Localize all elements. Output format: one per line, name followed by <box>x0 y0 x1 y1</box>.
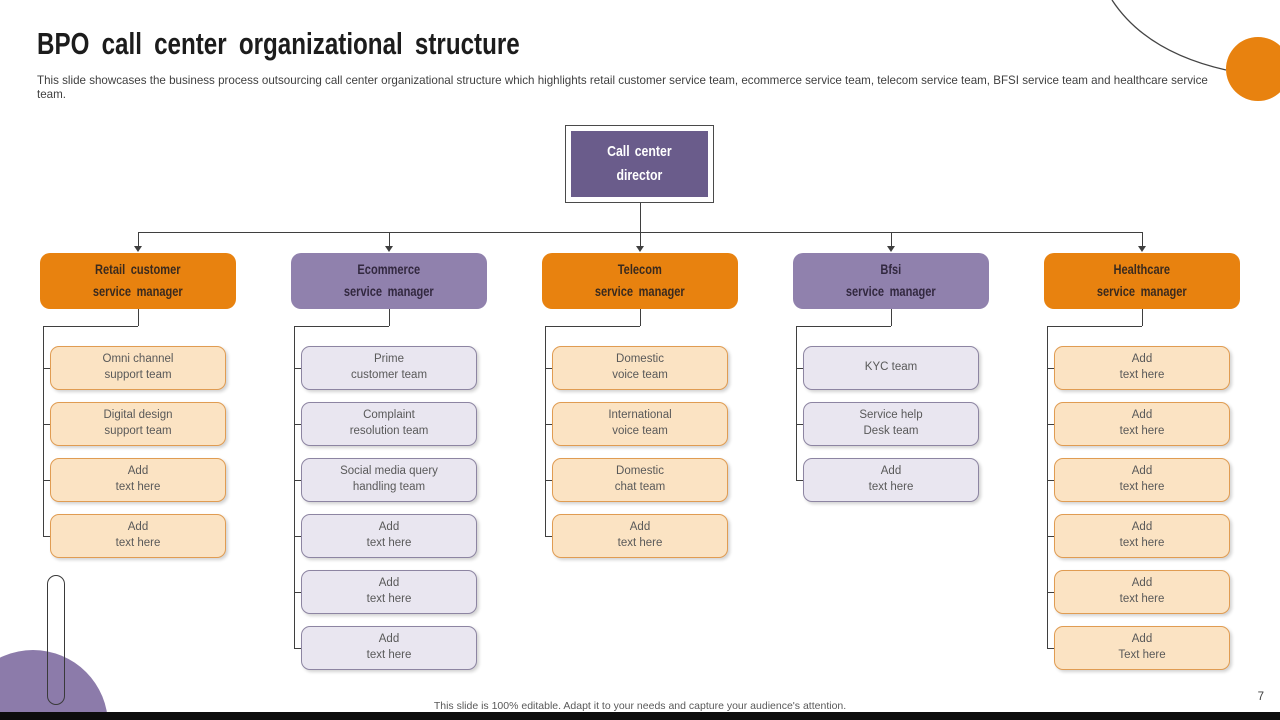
connector-stub <box>43 368 50 369</box>
connector-mgr-stem <box>138 309 139 326</box>
connector-mgr-stem <box>1142 309 1143 326</box>
org-box-team: Domestic voice team <box>552 346 728 390</box>
connector-drop <box>640 232 641 247</box>
org-box-team: Social media query handling team <box>301 458 477 502</box>
page-title: BPO call center organizational structure <box>37 26 520 61</box>
connector-stub <box>1047 424 1054 425</box>
bottom-bar-decoration <box>0 712 1280 720</box>
connector-stub <box>1047 592 1054 593</box>
org-box-label: Telecom service manager <box>595 262 685 299</box>
org-box-team: Add text here <box>50 514 226 558</box>
connector-trunk <box>796 326 797 480</box>
org-box-team: Add text here <box>301 514 477 558</box>
connector-stub <box>545 536 552 537</box>
org-box-team: Add text here <box>552 514 728 558</box>
arrow-down-icon <box>887 246 895 252</box>
org-box-team: Domestic chat team <box>552 458 728 502</box>
org-box-team: Omni channel support team <box>50 346 226 390</box>
connector-drop <box>1142 232 1143 247</box>
connector-stub <box>294 368 301 369</box>
connector-drop <box>138 232 139 247</box>
org-box-manager: Retail customer service manager <box>40 253 236 309</box>
org-box-label: Call center director <box>607 143 672 184</box>
org-box-team: Add text here <box>1054 458 1230 502</box>
connector-stub <box>294 648 301 649</box>
connector-stub <box>796 368 803 369</box>
org-box-team: Add text here <box>1054 402 1230 446</box>
org-box-team: Add Text here <box>1054 626 1230 670</box>
arrow-down-icon <box>1138 246 1146 252</box>
org-box-label: Ecommerce service manager <box>344 262 434 299</box>
org-box-call-center-director-fill: Call center director <box>571 131 708 197</box>
connector-stub <box>294 536 301 537</box>
top-right-arc-decoration <box>1111 0 1227 71</box>
org-box-team: Add text here <box>803 458 979 502</box>
connector-stub <box>294 592 301 593</box>
connector-stub <box>43 480 50 481</box>
org-box-team: Add text here <box>1054 570 1230 614</box>
connector-jog <box>796 326 891 327</box>
org-box-call-center-director: Call center director <box>565 125 714 203</box>
org-box-manager: Ecommerce service manager <box>291 253 487 309</box>
org-box-team: Add text here <box>1054 514 1230 558</box>
connector-trunk <box>545 326 546 536</box>
arrow-down-icon <box>636 246 644 252</box>
org-box-team: KYC team <box>803 346 979 390</box>
org-box-label: Retail customer service manager <box>93 262 183 299</box>
org-box-team: Prime customer team <box>301 346 477 390</box>
connector-mgr-stem <box>640 309 641 326</box>
org-box-team: Add text here <box>301 626 477 670</box>
connector-stub <box>1047 368 1054 369</box>
arrow-down-icon <box>134 246 142 252</box>
org-box-team: Digital design support team <box>50 402 226 446</box>
org-box-team: Complaint resolution team <box>301 402 477 446</box>
org-box-manager: Healthcare service manager <box>1044 253 1240 309</box>
org-box-manager: Bfsi service manager <box>793 253 989 309</box>
connector-stub <box>43 424 50 425</box>
connector-jog <box>294 326 389 327</box>
connector-mgr-stem <box>891 309 892 326</box>
connector-jog <box>1047 326 1142 327</box>
top-right-circle-decoration <box>1226 37 1280 101</box>
connector-jog <box>545 326 640 327</box>
connector-stub <box>545 368 552 369</box>
org-box-team: International voice team <box>552 402 728 446</box>
connector-jog <box>43 326 138 327</box>
org-box-label: Bfsi service manager <box>846 262 936 299</box>
connector-stub <box>545 424 552 425</box>
connector-stub <box>294 480 301 481</box>
connector-trunk <box>1047 326 1048 648</box>
connector-stub <box>1047 480 1054 481</box>
org-box-team: Add text here <box>1054 346 1230 390</box>
org-box-label: Healthcare service manager <box>1097 262 1187 299</box>
page-number: 7 <box>1257 691 1264 703</box>
connector-stub <box>796 424 803 425</box>
footer-note: This slide is 100% editable. Adapt it to… <box>433 700 847 712</box>
slide-description: This slide showcases the business proces… <box>37 74 1208 102</box>
connector-stub <box>796 480 803 481</box>
connector-stub <box>1047 536 1054 537</box>
connector-director-stem <box>640 203 641 232</box>
org-box-team: Add text here <box>301 570 477 614</box>
connector-stub <box>545 480 552 481</box>
connector-stub <box>294 424 301 425</box>
org-box-manager: Telecom service manager <box>542 253 738 309</box>
arrow-down-icon <box>385 246 393 252</box>
connector-trunk <box>43 326 44 536</box>
pill-outline-decoration <box>47 575 65 705</box>
connector-trunk <box>294 326 295 648</box>
connector-stub <box>1047 648 1054 649</box>
connector-drop <box>891 232 892 247</box>
connector-mgr-stem <box>389 309 390 326</box>
org-box-team: Service help Desk team <box>803 402 979 446</box>
org-box-team: Add text here <box>50 458 226 502</box>
connector-stub <box>43 536 50 537</box>
connector-drop <box>389 232 390 247</box>
